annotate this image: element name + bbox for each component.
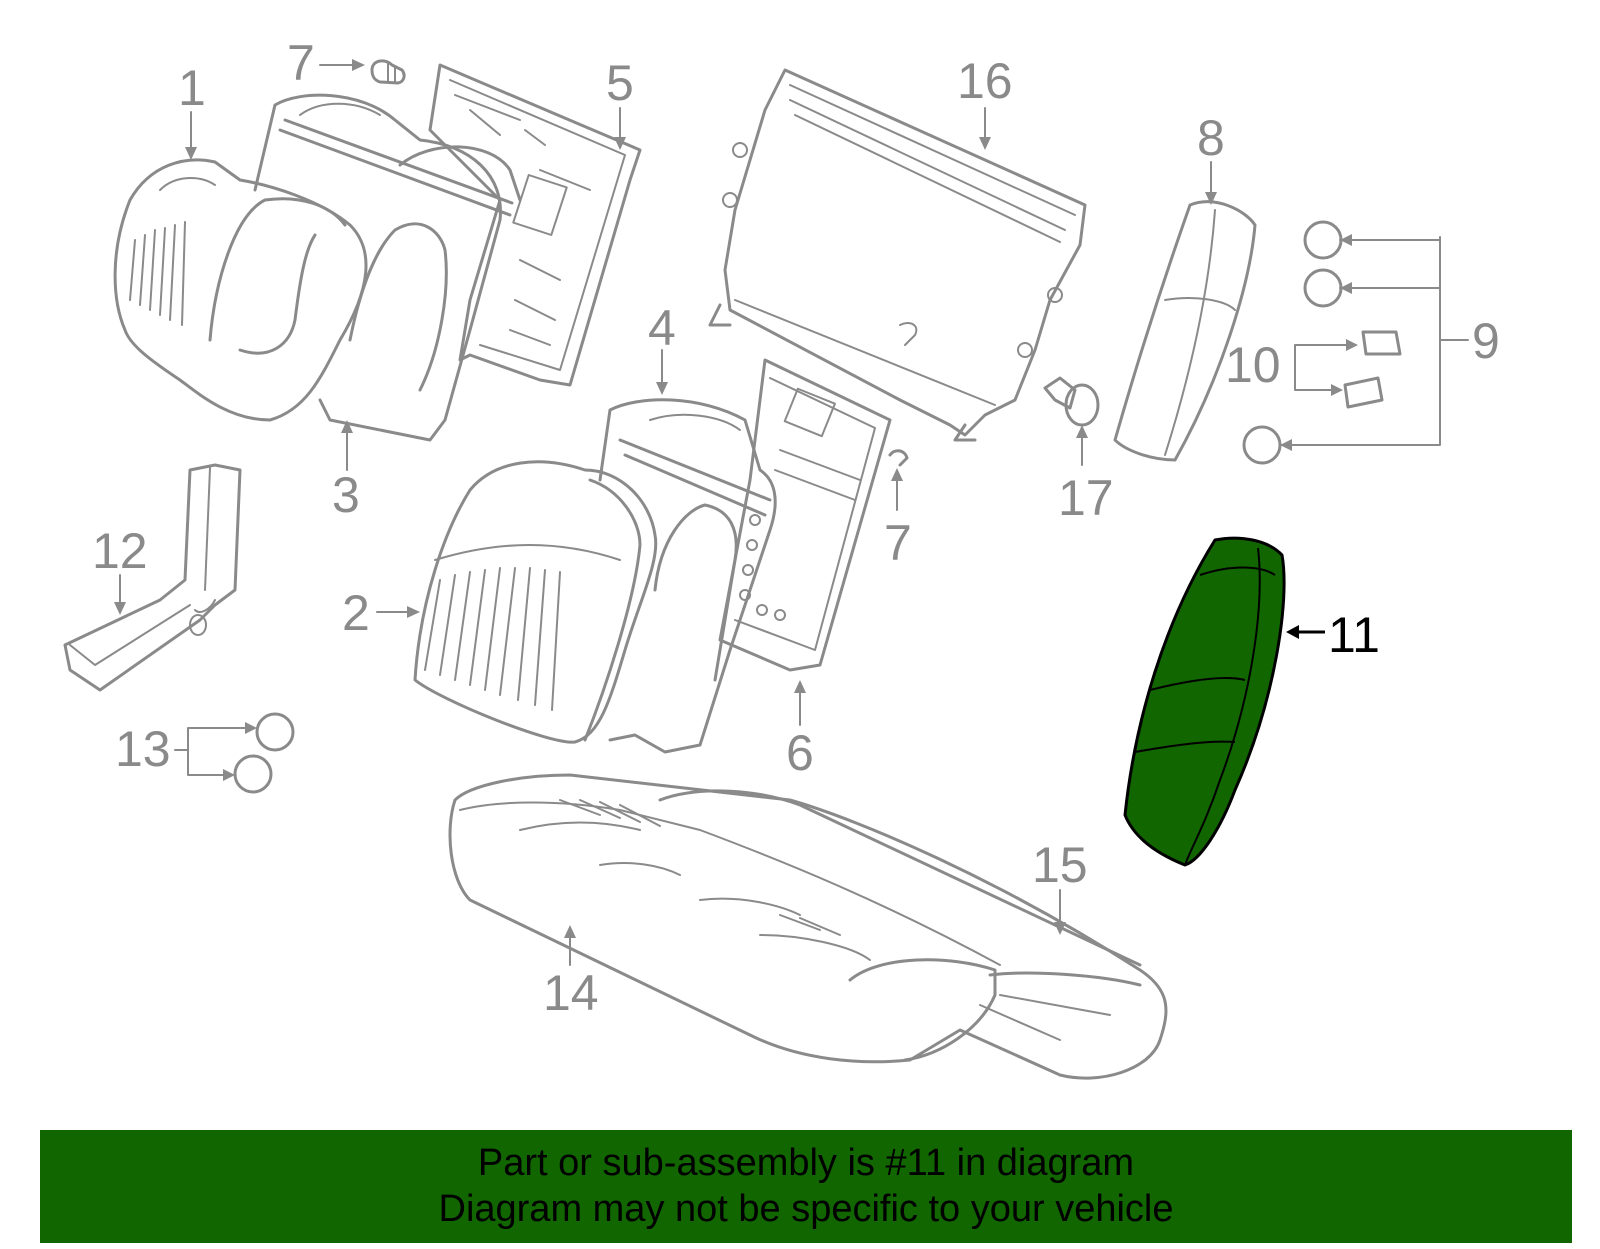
part-12-armrest[interactable] xyxy=(63,463,242,692)
part-9-fasteners[interactable] xyxy=(1242,220,1469,465)
parts-diagram: 1 2 3 4 5 6 7 7 8 9 10 11 12 13 14 15 16… xyxy=(63,35,1500,1080)
part-13-fasteners[interactable] xyxy=(174,712,295,794)
part-10-clips[interactable] xyxy=(1294,330,1402,409)
callout-6: 6 xyxy=(786,725,814,781)
callout-16: 16 xyxy=(957,53,1013,109)
callout-14: 14 xyxy=(543,965,599,1021)
callout-2: 2 xyxy=(342,585,370,641)
callout-5: 5 xyxy=(606,55,634,111)
part-2-seat-back-cover[interactable] xyxy=(413,460,658,744)
part-1-seat-back-cover[interactable] xyxy=(113,158,368,422)
part-15-seat-cushion-frame[interactable] xyxy=(658,789,1142,1041)
leader-lines xyxy=(114,59,1325,966)
part-11-bolster-highlighted[interactable] xyxy=(1123,536,1286,867)
callout-4: 4 xyxy=(648,300,676,356)
part-3-seat-back-pad[interactable] xyxy=(253,93,522,442)
callout-7-right: 7 xyxy=(884,515,912,571)
callout-labels: 1 2 3 4 5 6 7 7 8 9 10 11 12 13 14 15 16… xyxy=(92,35,1500,1021)
part-17-bushing[interactable] xyxy=(1043,376,1100,427)
callout-1: 1 xyxy=(178,60,206,116)
part-16-seat-frame[interactable] xyxy=(708,68,1087,442)
callout-15: 15 xyxy=(1032,837,1088,893)
banner-line-2: Diagram may not be specific to your vehi… xyxy=(438,1188,1174,1230)
callout-12: 12 xyxy=(92,523,148,579)
part-5-seat-back-frame[interactable] xyxy=(428,63,642,387)
banner-line-1: Part or sub-assembly is #11 in diagram xyxy=(477,1142,1135,1184)
callout-17: 17 xyxy=(1058,470,1114,526)
callout-13: 13 xyxy=(115,721,171,777)
part-info-banner: Part or sub-assembly is #11 in diagram D… xyxy=(40,1130,1572,1243)
part-4-seat-back-pad[interactable] xyxy=(598,398,777,754)
callout-11: 11 xyxy=(1328,607,1380,663)
part-7-clip-top[interactable] xyxy=(370,59,406,85)
callout-8: 8 xyxy=(1197,110,1225,166)
callout-3: 3 xyxy=(332,467,360,523)
callout-7-top: 7 xyxy=(287,35,315,91)
part-7-clip-right[interactable] xyxy=(888,449,909,467)
part-6-seat-back-frame[interactable] xyxy=(718,358,892,672)
callout-9: 9 xyxy=(1472,313,1500,369)
part-8-side-bolster[interactable] xyxy=(1113,200,1257,462)
callout-10: 10 xyxy=(1225,337,1281,393)
